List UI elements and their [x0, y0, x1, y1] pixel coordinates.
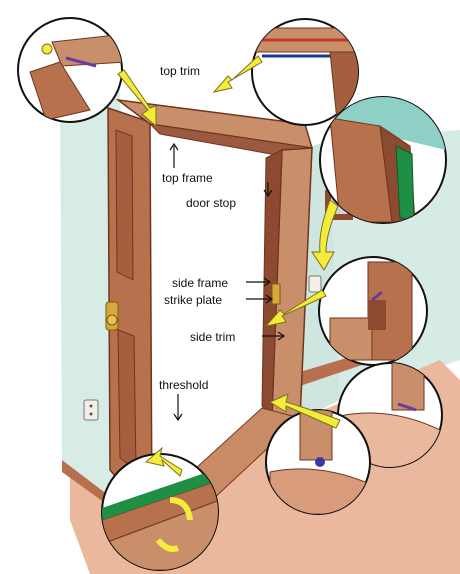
open-door [105, 106, 153, 523]
label-top-frame: top frame [162, 171, 213, 185]
label-top-trim: top trim [160, 64, 201, 78]
label-side-trim: side trim [190, 330, 236, 344]
baseboard-left [62, 460, 112, 508]
label-side-frame: side frame [172, 276, 229, 290]
label-threshold: threshold [159, 378, 209, 392]
detail-circle-side-trim [318, 256, 428, 366]
wall-outlet-left [83, 399, 99, 421]
detail-circle-door-stop [319, 96, 447, 224]
detail-circle-top-trim-corner [17, 17, 123, 123]
wall-outlet-right [308, 275, 322, 293]
callout-arrow-icon [117, 55, 341, 477]
detail-circle-door-bottom [265, 409, 371, 515]
strike-plate [271, 283, 281, 305]
door-frame [115, 98, 314, 531]
label-arrows [169, 142, 286, 422]
detail-circle-weatherstrip [101, 453, 219, 571]
label-door-stop: door stop [186, 196, 237, 210]
label-strike-plate: strike plate [164, 293, 223, 307]
